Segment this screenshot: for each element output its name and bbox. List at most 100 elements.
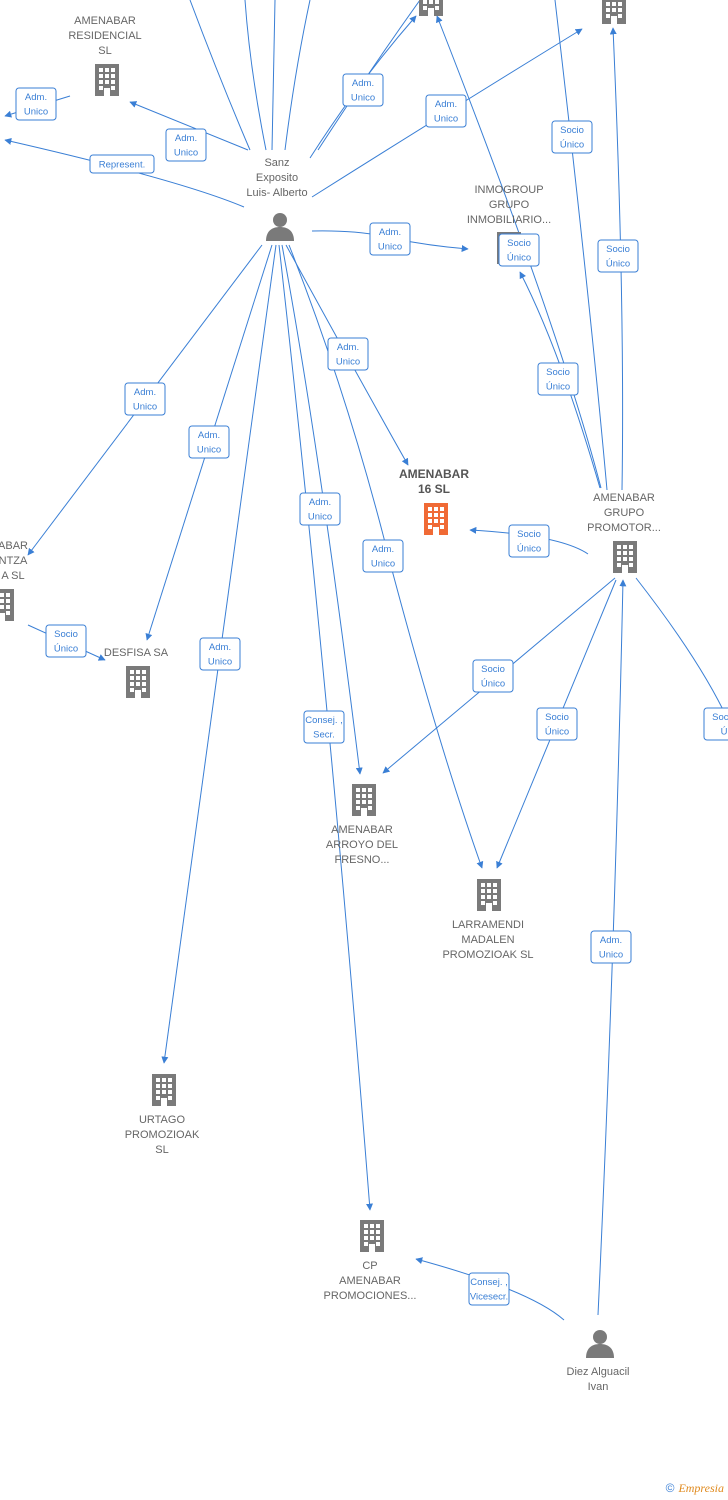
relation-label-box[interactable]	[551, 120, 593, 154]
relation-label[interactable]: Adm.Unico	[362, 539, 404, 573]
node-label: AMENABAR	[339, 1275, 401, 1287]
node-label: AMENABAR	[593, 492, 655, 504]
relation-label[interactable]: Adm.Unico	[327, 337, 369, 371]
node-label: AMENABAR	[74, 15, 136, 27]
relation-label[interactable]: Adm.Unico	[342, 73, 384, 107]
relation-label-box[interactable]	[703, 707, 728, 741]
relation-label-box[interactable]	[498, 233, 540, 267]
node-label: DESFISA SA	[104, 647, 169, 659]
relation-label-box[interactable]	[299, 492, 341, 526]
building-icon[interactable]	[352, 784, 376, 816]
relation-label[interactable]: Consej. ,Secr.	[303, 710, 345, 744]
building-icon[interactable]	[424, 503, 448, 535]
building-icon[interactable]	[152, 1074, 176, 1106]
building-icon[interactable]	[613, 541, 637, 573]
relation-label[interactable]: Adm.Unico	[369, 222, 411, 256]
node-label: AMENABAR	[331, 824, 393, 836]
person-icon[interactable]	[266, 213, 294, 241]
relation-label-box[interactable]	[536, 707, 578, 741]
person-icon[interactable]	[586, 1330, 614, 1358]
relation-label-text: Adm.	[198, 430, 220, 441]
relation-label-box[interactable]	[327, 337, 369, 371]
relation-label-text: Ú	[721, 727, 728, 738]
relation-label-text: Unico	[197, 445, 221, 456]
relation-label-box[interactable]	[124, 382, 166, 416]
node-top2[interactable]	[602, 0, 626, 24]
relation-label-box[interactable]	[89, 154, 155, 174]
node-label: MADALEN	[461, 934, 514, 946]
relation-label-box[interactable]	[165, 128, 207, 162]
relation-label-box[interactable]	[537, 362, 579, 396]
relation-label-box[interactable]	[45, 624, 87, 658]
relation-label-text: Único	[560, 140, 584, 151]
building-icon[interactable]	[602, 0, 626, 24]
relation-label-box[interactable]	[472, 659, 514, 693]
relation-line-extra	[189, 0, 251, 151]
relation-label[interactable]: Adm.Unico	[425, 94, 467, 128]
relation-label-text: Único	[481, 679, 505, 690]
node-inmogroup[interactable]: INMOGROUPGRUPOINMOBILIARIO...	[467, 184, 551, 264]
building-icon[interactable]	[477, 879, 501, 911]
relation-label[interactable]: Adm.Unico	[299, 492, 341, 526]
relation-label-text: Único	[507, 253, 531, 264]
node-label: Luis- Alberto	[246, 187, 307, 199]
relation-label-text: Único	[606, 259, 630, 270]
relation-label[interactable]: Adm.Unico	[165, 128, 207, 162]
node-desfisa[interactable]: DESFISA SA	[104, 647, 169, 698]
relation-label[interactable]: Adm.Unico	[15, 87, 57, 121]
node-label: INMOBILIARIO...	[467, 214, 551, 226]
relation-label-box[interactable]	[590, 930, 632, 964]
relation-label-box[interactable]	[362, 539, 404, 573]
relation-label[interactable]: Adm.Unico	[199, 637, 241, 671]
node-grupo[interactable]: AMENABARGRUPOPROMOTOR...	[587, 492, 661, 573]
building-icon[interactable]	[419, 0, 443, 16]
relation-label-box[interactable]	[369, 222, 411, 256]
relation-label[interactable]: Adm. Unico	[188, 425, 230, 459]
node-label: URTAGO	[139, 1114, 185, 1126]
relation-label-text: Consej. ,	[470, 1277, 508, 1288]
relation-line-extra	[284, 0, 311, 151]
node-label: ABAR	[0, 540, 28, 552]
node-top1[interactable]	[419, 0, 443, 16]
relation-label-box[interactable]	[15, 87, 57, 121]
node-label: 16 SL	[418, 482, 450, 496]
relation-label-box[interactable]	[303, 710, 345, 744]
relation-label-box[interactable]	[425, 94, 467, 128]
relation-label[interactable]: Adm.Unico	[124, 382, 166, 416]
relation-label-box[interactable]	[188, 425, 230, 459]
node-cp[interactable]: CPAMENABARPROMOCIONES...	[324, 1220, 417, 1302]
relation-label[interactable]: Consej. ,Vicesecr.	[468, 1272, 510, 1306]
building-icon[interactable]	[0, 589, 14, 621]
relation-label[interactable]: Represent.	[89, 154, 155, 174]
relation-label-box[interactable]	[468, 1272, 510, 1306]
relation-label-box[interactable]	[342, 73, 384, 107]
relation-label-box[interactable]	[199, 637, 241, 671]
building-icon[interactable]	[126, 666, 150, 698]
relation-label-box[interactable]	[508, 524, 550, 558]
relation-label-box[interactable]	[597, 239, 639, 273]
relation-label[interactable]: Adm.Unico	[590, 930, 632, 964]
building-icon[interactable]	[95, 64, 119, 96]
building-icon[interactable]	[360, 1220, 384, 1252]
relation-label-text: Adm.	[309, 497, 331, 508]
brand-logo[interactable]: Empresia	[678, 1481, 724, 1495]
